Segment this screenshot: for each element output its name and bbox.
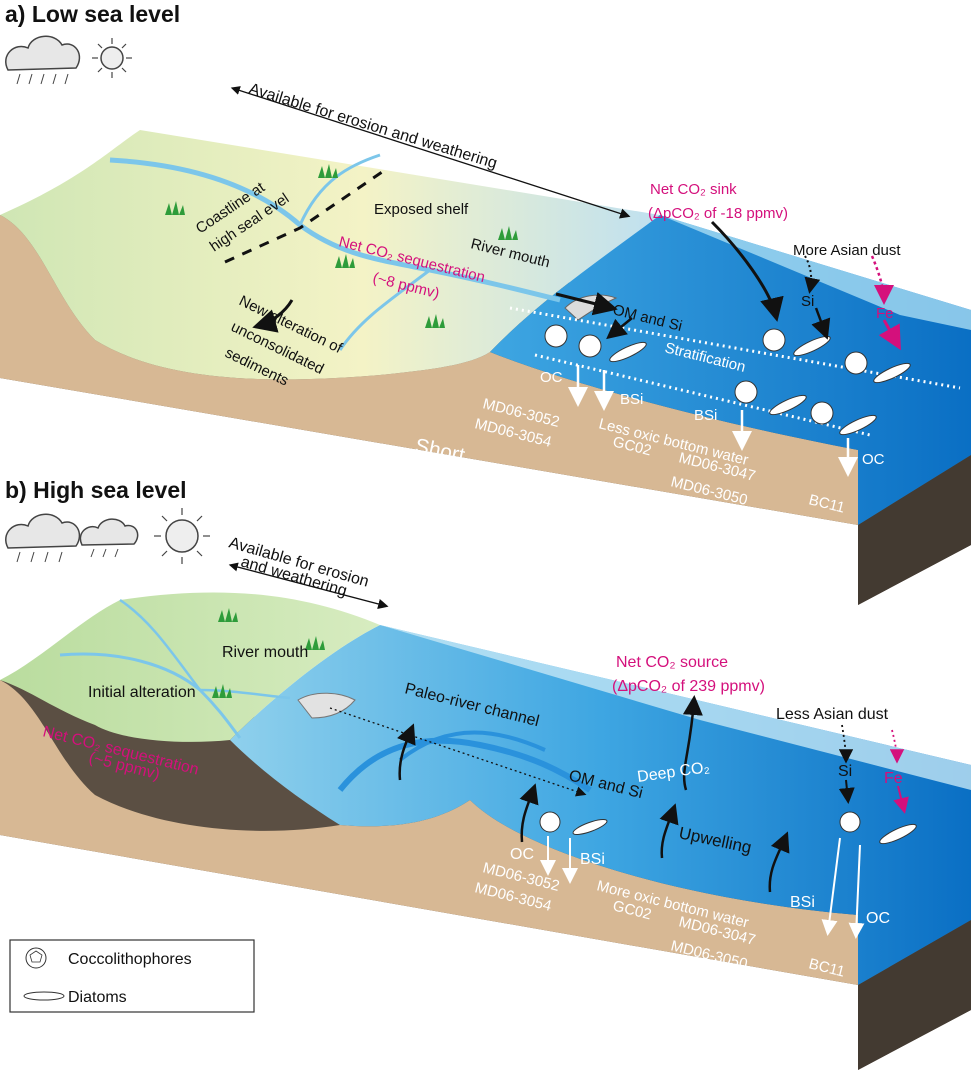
panel-b-initial-alteration: Initial alteration	[88, 684, 196, 701]
panel-b-land	[0, 592, 380, 742]
panel-a-shelf-label: shelf	[405, 460, 453, 492]
sun-icon	[154, 508, 210, 564]
cloud-rain-icon	[79, 518, 139, 558]
panel-a-si-label: Si	[801, 293, 814, 310]
legend-diatoms: Diatoms	[68, 989, 127, 1006]
panel-a-fe-arrow	[878, 319, 901, 351]
panel-b-title: b) High sea level	[5, 477, 187, 503]
sun-icon	[92, 38, 132, 78]
panel-a-si-arrow	[811, 307, 831, 340]
panel-a-river	[109, 157, 561, 303]
panel-b-slope-label: Slope	[513, 952, 570, 986]
diatom-icon	[609, 335, 911, 436]
panel-a-bsi-left: BSi	[620, 391, 643, 408]
panel-a-oc-left: OC	[540, 369, 563, 386]
panel-b-deep-sea-label: Deep sea	[651, 986, 744, 1027]
panel-b-surface-layer	[380, 625, 971, 790]
coccolithophore-icon	[539, 811, 861, 833]
panel-a-bsi-right: BSi	[694, 407, 717, 424]
panel-a-earth-end	[858, 455, 971, 605]
panel-b-river	[59, 652, 242, 739]
panel-b-bsi-right: BSi	[790, 894, 815, 911]
panel-b-oc-left: OC	[510, 846, 534, 863]
panel-a-deep-sea-label: Deep sea	[651, 522, 744, 563]
panel-b-paleo-channel	[398, 730, 546, 762]
coccolithophore-icon	[25, 947, 47, 969]
panel-b-si-arrow	[838, 779, 855, 804]
panel-b-paleo-channel	[337, 737, 592, 793]
panel-a: a) Low sea level Available for erosion a…	[0, 1, 971, 605]
panel-a-river-branch	[338, 268, 431, 351]
panel-a-exposed-shelf: Exposed shelf	[374, 201, 469, 218]
panel-b-river-branch	[199, 688, 291, 700]
panel-b-upwelling-arrows	[397, 695, 790, 893]
panel-a-river-arrow	[555, 291, 618, 316]
grass-icon	[212, 608, 325, 698]
coccolithophore-icon	[544, 324, 868, 425]
panel-a-stratification-line	[509, 306, 961, 390]
panel-b-less-dust: Less Asian dust	[776, 706, 889, 723]
diatom-icon	[572, 819, 917, 845]
panel-a-oc-right: OC	[862, 451, 885, 468]
legend: Coccolithophores Diatoms	[9, 939, 255, 1013]
panel-b-net-source: Net CO₂ source	[616, 654, 728, 671]
panel-b-fe-dust-arrow	[889, 729, 905, 764]
panel-b: b) High sea level Available for erosion …	[0, 477, 971, 1070]
panel-a-co2-sink-arrow	[710, 220, 784, 322]
panel-a-sediment	[0, 215, 858, 525]
panel-b-sediment	[0, 680, 858, 985]
panel-a-om-arrow	[606, 317, 633, 340]
panel-b-river-branch	[119, 598, 202, 691]
panel-a-alteration-arrow	[252, 299, 294, 333]
panel-b-ocean	[230, 625, 971, 985]
panel-a-coastline-dashed	[224, 168, 386, 264]
panel-b-fe-arrow	[893, 785, 909, 814]
panel-b-bsi-left: BSi	[580, 851, 605, 868]
cloud-rain-icon	[5, 513, 81, 563]
panel-b-available-arrow	[228, 562, 389, 610]
panel-b-export-arrows	[540, 836, 865, 939]
panel-b-earth-end	[858, 920, 971, 1070]
panel-a-net-sink: Net CO₂ sink	[650, 181, 737, 198]
panel-b-si-label: Si	[838, 763, 852, 780]
legend-coccolithophores: Coccolithophores	[68, 951, 192, 968]
panel-a-fe-dust-arrow	[870, 255, 894, 305]
panel-b-oc-right: OC	[866, 910, 890, 927]
panel-b-core-wpd03: WPD-03	[799, 979, 858, 1009]
diatom-icon	[23, 991, 65, 1001]
panel-a-net-sink-value: (ΔpCO₂ of -18 ppmv)	[648, 205, 788, 222]
coccolith-pattern-icon	[29, 950, 43, 963]
panel-b-river-mouth: River mouth	[222, 644, 308, 661]
panel-a-fe-label: Fe	[876, 305, 894, 322]
panel-b-delta-fan	[297, 692, 356, 719]
panel-b-net-source-value: (ΔpCO₂ of 239 ppmv)	[612, 678, 765, 695]
panel-a-title: a) Low sea level	[5, 1, 180, 27]
panel-a-export-arrows	[568, 365, 858, 477]
panel-a-slope-label: Slope	[513, 488, 570, 522]
panel-a-available-arrow	[230, 86, 631, 219]
cloud-rain-icon	[5, 35, 81, 85]
panel-a-more-dust: More Asian dust	[793, 242, 901, 259]
panel-b-fe-label: Fe	[884, 770, 903, 787]
